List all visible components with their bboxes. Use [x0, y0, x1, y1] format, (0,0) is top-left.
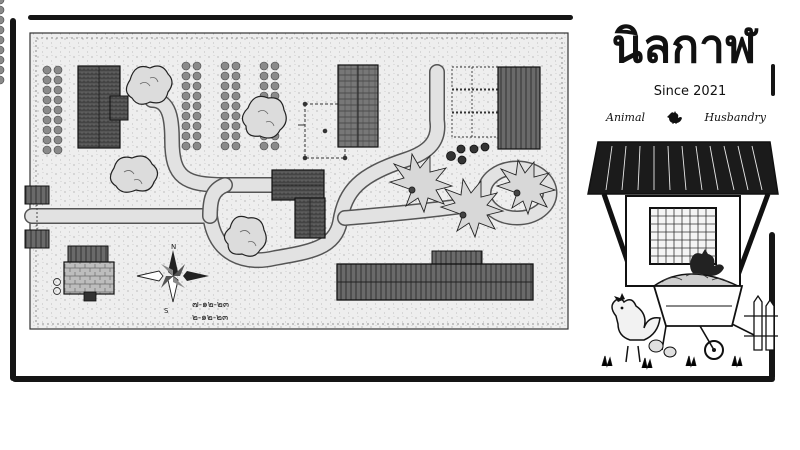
brush-border-left	[10, 18, 16, 381]
farmhouse-northwest	[77, 65, 129, 149]
compass-north-label: N	[171, 243, 176, 251]
brand-logo-text: นิลกาฬ	[612, 19, 759, 73]
compass-south-label: S	[164, 307, 169, 315]
tagline-animal: Animal	[606, 110, 646, 124]
brand-logo: นิลกาฬ	[612, 19, 759, 73]
farm-site-plan: N S ๗-๑๒-๒๓ ๒-๑๒-๒๓	[0, 0, 569, 330]
crop-rows-left	[0, 0, 63, 155]
west-gate	[24, 185, 50, 249]
compass-code-line-1: ๗-๑๒-๒๓	[192, 300, 229, 310]
farmhouse-central	[271, 169, 326, 239]
compass-code-line-2: ๒-๑๒-๒๓	[192, 313, 228, 323]
brush-border-right-fragment	[771, 64, 775, 96]
compass-rose-icon: N S	[136, 243, 209, 315]
rooster-icon	[611, 293, 677, 363]
palm-icon	[439, 177, 505, 239]
since-year: Since 2021	[653, 84, 727, 99]
hen-icon	[690, 249, 724, 276]
brand-tagline: Animal Husbandry	[606, 110, 766, 124]
tree-icon	[223, 215, 267, 257]
wooden-fence	[744, 294, 778, 351]
coop-icon	[587, 141, 779, 370]
tagline-husbandry: Husbandry	[704, 110, 766, 124]
walking-paths	[24, 64, 558, 269]
barrels	[446, 142, 490, 165]
rooster-icon	[666, 111, 682, 124]
brush-border-bottom	[12, 376, 775, 382]
tree-icon	[109, 155, 159, 193]
palm-icon	[388, 152, 454, 214]
long-shed-northeast	[497, 66, 541, 150]
tree-icon	[241, 95, 287, 139]
palm-icon	[495, 158, 557, 216]
grass-tufts	[601, 355, 743, 370]
perimeter-fence	[35, 37, 563, 325]
coop-roof	[587, 141, 779, 195]
tree-icon	[125, 65, 173, 105]
stone-hut	[53, 245, 115, 302]
hay-cart-icon	[651, 273, 761, 360]
long-barn-south	[336, 250, 534, 301]
brush-border-top	[28, 15, 573, 20]
barn-north	[337, 64, 379, 148]
